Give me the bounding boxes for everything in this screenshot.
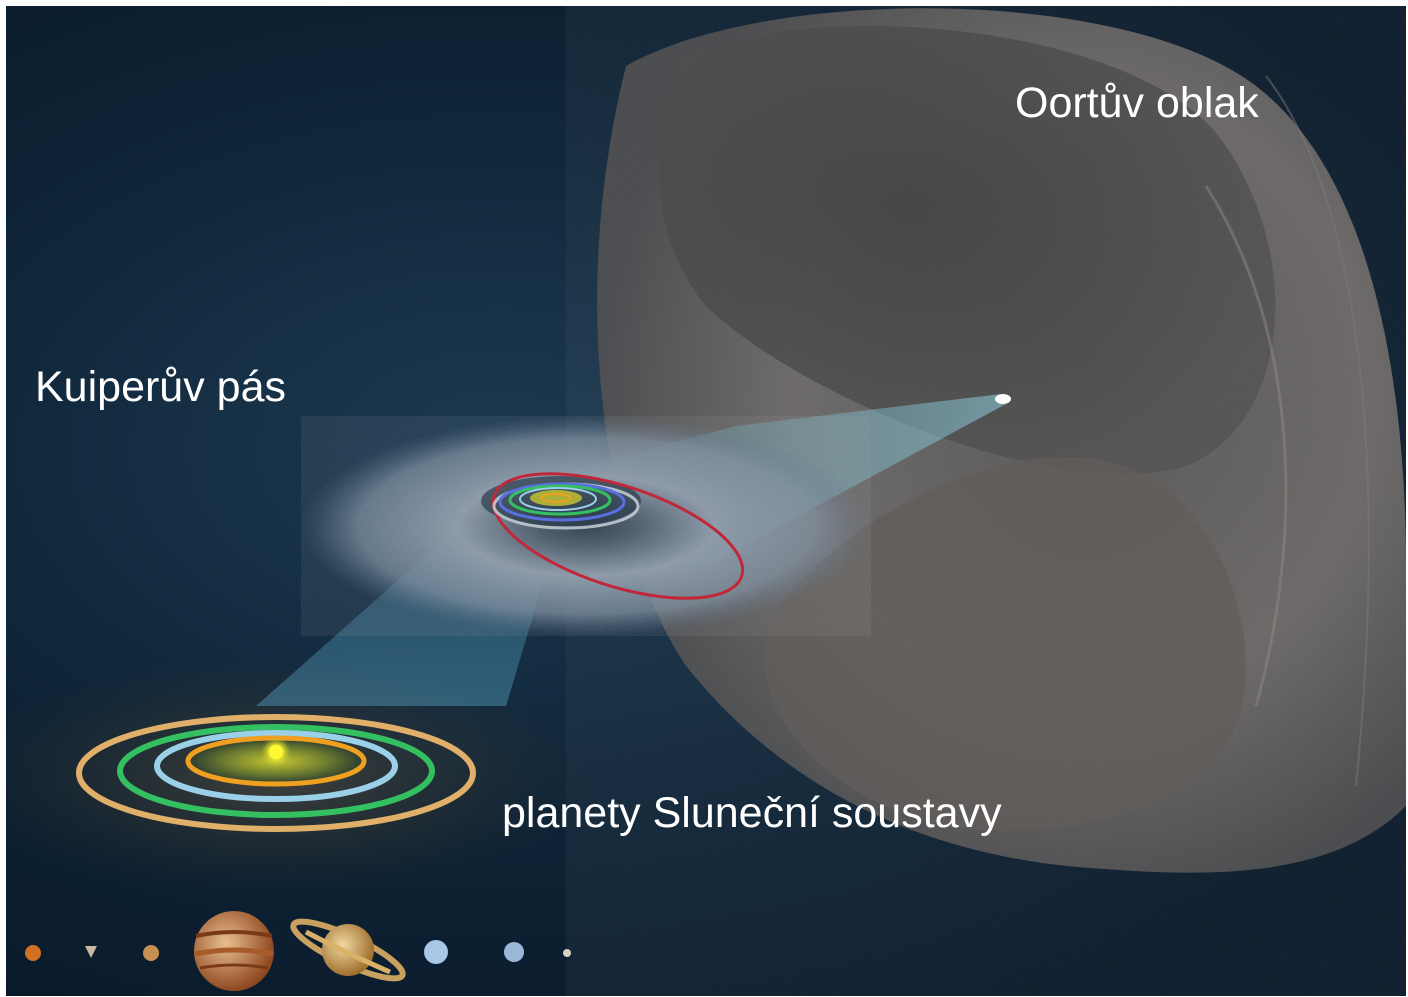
- oort-point-marker: [995, 394, 1011, 404]
- uranus-icon: [424, 940, 448, 964]
- venus-icon: [85, 946, 97, 958]
- oort-cloud: [566, 6, 1406, 996]
- sun-icon: [269, 745, 283, 759]
- saturn-icon: [290, 918, 406, 982]
- oort-cloud-label: Oortův oblak: [1015, 79, 1259, 127]
- planetary-orbits: [76, 714, 476, 832]
- diagram-artwork: [6, 6, 1406, 996]
- earth-icon: [143, 945, 159, 961]
- kuiper-belt: [301, 416, 871, 636]
- planet-lineup: [25, 911, 571, 991]
- kuiper-belt-label: Kuiperův pás: [35, 363, 286, 411]
- mercury-icon: [25, 945, 41, 961]
- eccentric-orbit: [491, 472, 745, 600]
- jupiter-icon: [194, 911, 274, 991]
- solar-system-diagram: Oortův oblak Kuiperův pás planety Sluneč…: [6, 6, 1406, 996]
- solar-planets-label: planety Sluneční soustavy: [502, 789, 1002, 837]
- pluto-icon: [563, 949, 571, 957]
- neptune-icon: [504, 942, 524, 962]
